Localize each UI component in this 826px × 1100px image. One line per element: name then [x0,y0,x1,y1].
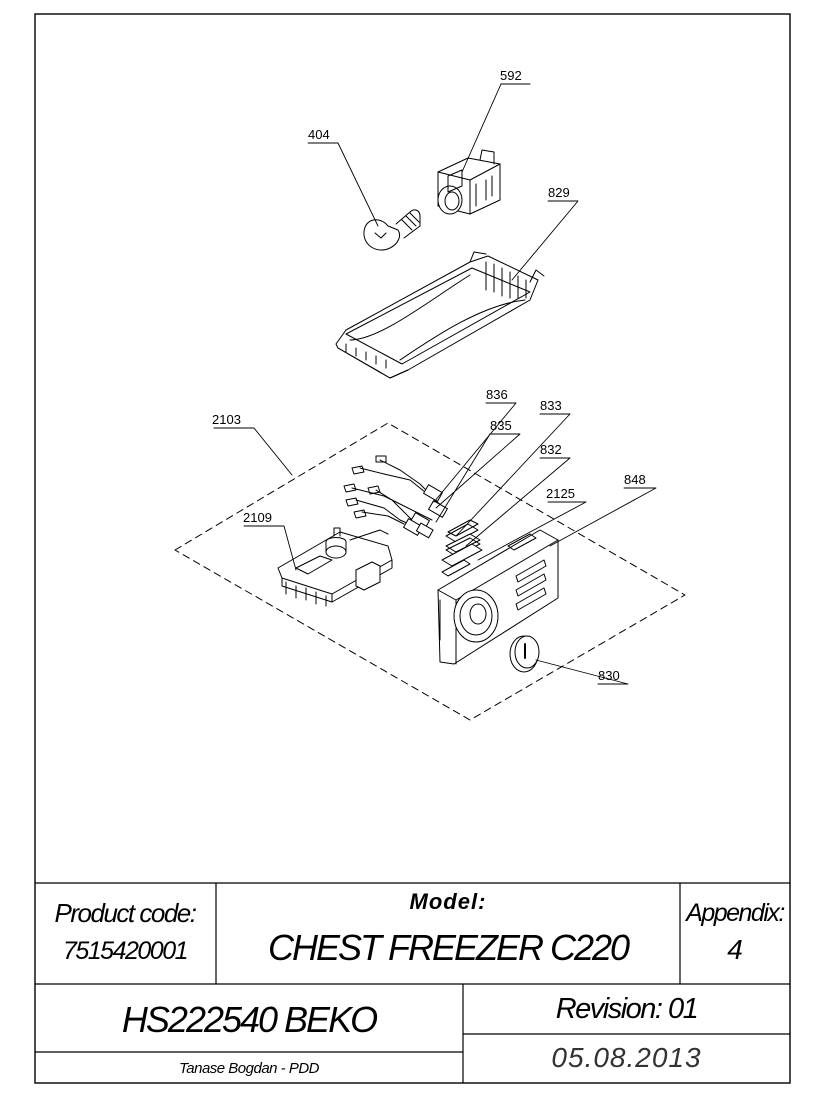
lamp-cover-part [335,251,545,379]
gasket-parts [441,519,483,567]
date: 05.08.2013 [551,1042,702,1073]
model-cell: CHEST FREEZER C220 [216,922,680,974]
control-board-part [277,527,393,607]
author-cell: Tanase Bogdan - PDD [35,1055,463,1081]
leader-lines [213,83,657,685]
part-label-592: 592 [500,68,522,83]
revision-cell: Revision: 01 [463,986,790,1032]
part-label-835: 835 [490,418,512,433]
part-label-833: 833 [540,398,562,413]
knob-part [509,635,540,673]
product-code-label-cell: Product code: [40,893,210,933]
sheet-frame [34,13,791,1084]
part-label-830: 830 [598,668,620,683]
product-code-cell: 7515420001 [40,932,210,970]
part-number-cell: HS222540 BEKO [35,994,463,1046]
model-label-cell: Model: [216,887,680,917]
author: Tanase Bogdan - PDD [178,1059,320,1077]
part-label-2103: 2103 [212,412,241,427]
assembly-outline-2103 [174,422,686,721]
part-label-832: 832 [540,442,562,457]
part-number: HS222540 BEKO [121,999,378,1040]
part-label-848: 848 [624,472,646,487]
product-code-label: Product code: [54,897,197,928]
part-label-829: 829 [548,185,570,200]
date-cell: 05.08.2013 [463,1036,790,1080]
part-label-836: 836 [486,387,508,402]
appendix-number: 4 [727,934,743,965]
lamp-holder-part [437,149,501,215]
bulb-part [363,209,421,251]
appendix-label: Appendix: [686,898,785,927]
appendix-number-cell: 4 [680,930,790,970]
product-code: 7515420001 [62,936,189,965]
part-number-labels: 592 404 829 836 833 835 832 2103 2125 84… [212,68,646,683]
title-block-grid [35,882,790,1083]
exploded-view [174,83,686,721]
model-label: Model: [409,889,487,914]
control-panel-part [437,529,559,665]
revision: Revision: 01 [555,992,699,1025]
appendix-label-cell: Appendix: [680,893,790,933]
wire-harness-part [343,455,448,539]
part-label-2125: 2125 [546,486,575,501]
part-label-404: 404 [308,127,330,142]
model-name: CHEST FREEZER C220 [267,927,630,968]
part-label-2109: 2109 [243,510,272,525]
